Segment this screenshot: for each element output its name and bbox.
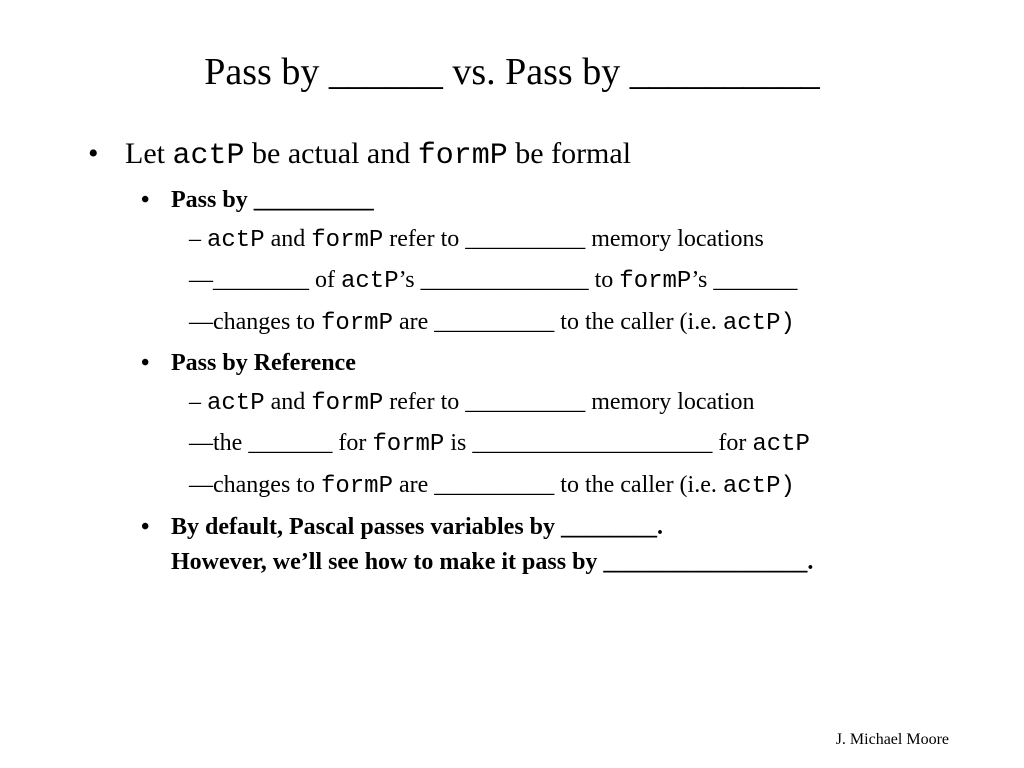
text: refer to __________ memory locations: [383, 226, 764, 252]
section2-line3: —changes to formP are __________ to the …: [189, 470, 795, 502]
text: —the _______ for: [189, 430, 373, 456]
text: –: [189, 389, 207, 415]
slide-footer-author: J. Michael Moore: [835, 731, 949, 748]
section1-heading: Pass by __________: [171, 187, 374, 213]
text: ’s ______________ to: [398, 267, 620, 293]
code-formp: formP: [311, 227, 384, 254]
text: ’s _______: [691, 267, 798, 293]
code-actp: actP: [172, 139, 245, 173]
text: —________ of: [189, 267, 341, 293]
bullet-pass-by-value-heading: • Pass by __________: [141, 185, 374, 215]
intro-text-2: be actual and: [244, 137, 418, 170]
bullet-dot: •: [88, 137, 99, 170]
bullet-intro: • Let actP be actual and formP be formal: [88, 136, 631, 174]
section1-line2: —________ of actP’s ______________ to fo…: [189, 265, 797, 297]
code-actp: actP: [341, 268, 399, 295]
code-formp: formP: [417, 139, 508, 173]
section1-line1: – actP and formP refer to __________ mem…: [189, 224, 764, 256]
text: are __________ to the caller (i.e.: [392, 472, 723, 498]
code-actp: actP): [722, 473, 795, 500]
section3-line1: By default, Pascal passes variables by _…: [171, 514, 664, 540]
code-formp: formP: [311, 390, 384, 417]
intro-text-3: be formal: [507, 137, 632, 170]
code-actp: actP): [722, 310, 795, 337]
code-formp: formP: [320, 473, 393, 500]
slide-title: Pass by ______ vs. Pass by __________: [204, 51, 820, 93]
bullet-dot: •: [141, 350, 150, 376]
bullet-dot: •: [141, 187, 150, 213]
intro-text-1: Let: [125, 137, 173, 170]
text: are __________ to the caller (i.e.: [392, 309, 723, 335]
code-formp: formP: [372, 431, 445, 458]
text: —changes to: [189, 309, 321, 335]
code-actp: actP: [207, 390, 265, 417]
section2-line1: – actP and formP refer to __________ mem…: [189, 387, 755, 419]
code-actp: actP: [752, 431, 810, 458]
text: is ____________________ for: [444, 430, 753, 456]
section2-heading: Pass by Reference: [171, 350, 356, 376]
text: —changes to: [189, 472, 321, 498]
code-actp: actP: [207, 227, 265, 254]
bullet-pass-by-reference-heading: • Pass by Reference: [141, 348, 356, 378]
bullet-default-passing: • By default, Pascal passes variables by …: [141, 512, 663, 542]
text: refer to __________ memory location: [383, 389, 755, 415]
section2-line2: —the _______ for formP is ______________…: [189, 428, 810, 460]
section3-line2: However, we’ll see how to make it pass b…: [171, 549, 814, 575]
text: and: [264, 226, 312, 252]
text: and: [264, 389, 312, 415]
bullet-dot: •: [141, 514, 150, 540]
text: –: [189, 226, 207, 252]
section1-line3: —changes to formP are __________ to the …: [189, 307, 795, 339]
code-formp: formP: [619, 268, 692, 295]
code-formp: formP: [320, 310, 393, 337]
